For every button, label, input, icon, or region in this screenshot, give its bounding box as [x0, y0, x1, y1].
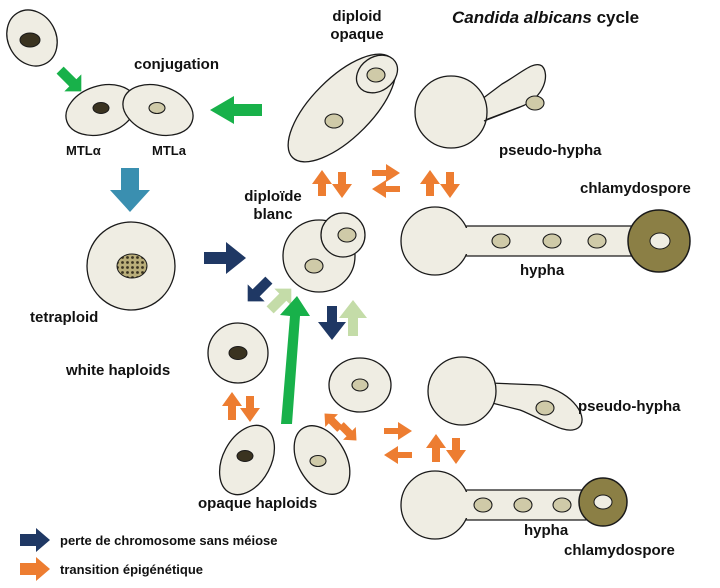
chlamydospore-bottom	[578, 477, 628, 527]
white-haploid-cell	[207, 322, 269, 384]
chlamydospore-top	[627, 209, 691, 273]
orange-pair-horizontal-top	[372, 164, 400, 198]
label-pseudo-hypha-bottom: pseudo-hypha	[578, 398, 681, 415]
title-species: Candida albicans	[452, 8, 592, 27]
orange-pair-opaque-white	[312, 170, 352, 198]
orange-pair-white-haploids	[222, 392, 260, 422]
label-opaque-haploids: opaque haploids	[198, 495, 318, 512]
legend-item-chromosome-loss: perte de chromosome sans méiose	[60, 533, 278, 548]
label-mtl-alpha: MTLα	[66, 143, 101, 158]
hypha-bottom	[400, 470, 601, 540]
haploid-white-cell-center	[328, 357, 392, 413]
pseudo-hypha-top	[414, 63, 547, 149]
label-diploid-white: diploïde blanc	[244, 188, 302, 223]
lone-haploid-cell	[6, 9, 58, 67]
legend-item-epigenetic: transition épigénétique	[60, 562, 204, 577]
label-hypha-bottom: hypha	[524, 522, 569, 539]
diploid-white-cell	[282, 212, 366, 293]
label-pseudo-hypha-top: pseudo-hypha	[499, 142, 602, 159]
legend-navy-arrow	[20, 528, 50, 552]
legend-orange-arrow	[20, 557, 50, 581]
navy-arrow-down	[318, 306, 346, 340]
label-tetraploid: tetraploid	[30, 309, 99, 326]
conjugating-cells	[65, 83, 194, 137]
pale-green-arrow-up-right	[266, 288, 292, 314]
label-conjugation: conjugation	[134, 56, 219, 73]
orange-pair-pseudo-hypha	[420, 170, 460, 198]
green-arrow-left	[210, 96, 262, 124]
orange-pair-horizontal-bottom	[384, 422, 412, 464]
label-white-haploids: white haploids	[66, 362, 171, 379]
opaque-haploid-cells	[218, 424, 351, 496]
orange-pair-diagonal-center	[324, 413, 357, 441]
orange-pair-pseudo-hypha-bottom	[426, 434, 466, 464]
pseudo-hypha-bottom	[427, 356, 583, 431]
green-arrow-diagonal	[56, 66, 82, 92]
navy-arrow-down-left	[247, 276, 273, 302]
label-chlamydospore-bottom: chlamydospore	[564, 542, 675, 559]
label-mtl-a: MTLa	[152, 143, 186, 158]
title-suffix: cycle	[596, 8, 640, 27]
green-arrow-long-up	[280, 296, 310, 424]
teal-arrow-down	[110, 168, 150, 212]
hypha-top	[400, 206, 651, 276]
diagram-title: Candida albicans cycle	[452, 9, 639, 27]
label-diploid-opaque: diploid opaque	[330, 8, 384, 43]
pale-green-arrow-up	[339, 300, 367, 336]
label-hypha-top: hypha	[520, 262, 565, 279]
navy-arrow-right	[204, 242, 246, 274]
diploid-opaque-cell	[287, 53, 399, 163]
tetraploid-cell	[86, 221, 176, 311]
label-chlamydospore-top: chlamydospore	[580, 180, 691, 197]
